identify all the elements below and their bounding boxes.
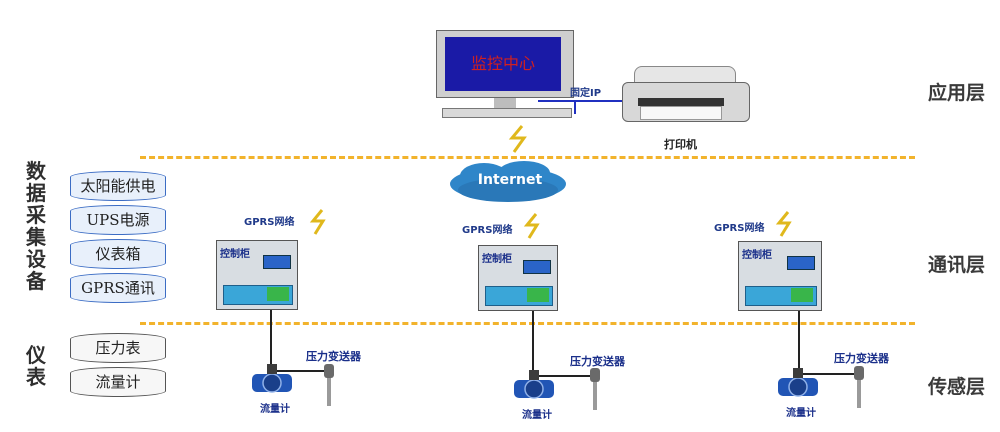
pressure-transmitter-icon [854,366,864,408]
link-line [538,100,626,102]
monitor-base [442,108,572,118]
separator-top [140,156,915,159]
separator-bottom [140,322,915,325]
title-char: 备 [26,269,46,293]
title-char: 设 [26,247,46,271]
pressure-transmitter-icon [324,364,334,406]
title-char: 集 [26,225,46,249]
monitor-computer: 监控中心 [436,30,576,118]
link-line-vertical [574,100,576,114]
monitor-stand [494,98,516,108]
flowmeter-icon [778,368,818,397]
control-cabinet: 控制柜 [216,240,298,310]
cylinder-label: GPRS通讯 [81,279,155,297]
control-cabinet: 控制柜 [478,245,558,311]
cabinet-module [263,255,291,269]
internet-cloud-icon [450,161,566,202]
cabinet-label: 控制柜 [220,249,250,260]
printer-label: 打印机 [664,138,697,151]
lightning-icon [309,209,326,235]
cabinet-label: 控制柜 [742,250,772,261]
gprs-label: GPRS网络 [714,223,765,234]
connector-line [270,370,328,372]
fixed-ip-label: 固定IP [570,88,602,99]
monitor-screen-text: 监控中心 [470,54,535,73]
printer-paper [640,106,722,120]
cylinder-gprs: GPRS通讯 [70,273,166,303]
lightning-icon [523,213,540,239]
cabinet-green-terminals [527,288,549,302]
connector-line [798,373,856,375]
lightning-icon [508,125,527,153]
monitor-screen: 监控中心 [445,37,561,91]
cylinder-label: 太阳能供电 [80,177,156,195]
internet-label: Internet [477,172,543,188]
cabinet-green-terminals [791,288,813,302]
control-cabinet: 控制柜 [738,241,822,311]
layer-label-communication: 通讯层 [928,254,986,276]
gprs-label: GPRS网络 [462,225,513,236]
pressure-transmitter-icon [590,368,600,410]
title-char: 数 [26,159,46,183]
cylinder-meter-box: 仪表箱 [70,239,166,269]
title-char: 据 [26,181,46,205]
instrument-title: 仪 表 [24,344,48,388]
cylinder-label: 压力表 [95,339,141,357]
layer-label-sensing: 传感层 [928,376,986,398]
flowmeter-icon [252,364,292,393]
cylinder-pressure-gauge: 压力表 [70,333,166,363]
connector-line [270,310,272,370]
data-acquisition-title: 数 据 采 集 设 备 [24,160,48,292]
title-char: 采 [26,203,46,227]
cylinder-flowmeter: 流量计 [70,367,166,397]
flowmeter-label: 流量计 [260,404,290,415]
cabinet-green-terminals [267,287,289,301]
cabinet-module [523,260,551,274]
pressure-transmitter-label: 压力变送器 [834,352,889,365]
flowmeter-icon [514,370,554,399]
gprs-label: GPRS网络 [244,217,295,228]
printer [616,66,752,132]
cylinder-label: 仪表箱 [95,245,141,263]
pressure-transmitter-label: 压力变送器 [570,355,625,368]
lightning-icon [775,211,792,237]
cylinder-ups: UPS电源 [70,205,166,235]
cabinet-module [787,256,815,270]
flowmeter-label: 流量计 [522,410,552,421]
title-char: 仪 [26,343,46,367]
layer-label-application: 应用层 [928,82,986,104]
cylinder-label: 流量计 [95,373,141,391]
cabinet-label: 控制柜 [482,254,512,265]
cylinder-label: UPS电源 [86,211,150,229]
flowmeter-label: 流量计 [786,408,816,419]
monitor-frame: 监控中心 [436,30,574,98]
connector-line [798,311,800,373]
connector-line [532,375,592,377]
connector-line [532,311,534,375]
title-char: 表 [26,365,46,389]
printer-slot [638,98,724,106]
pressure-transmitter-label: 压力变送器 [306,350,361,363]
cylinder-solar-power: 太阳能供电 [70,171,166,201]
